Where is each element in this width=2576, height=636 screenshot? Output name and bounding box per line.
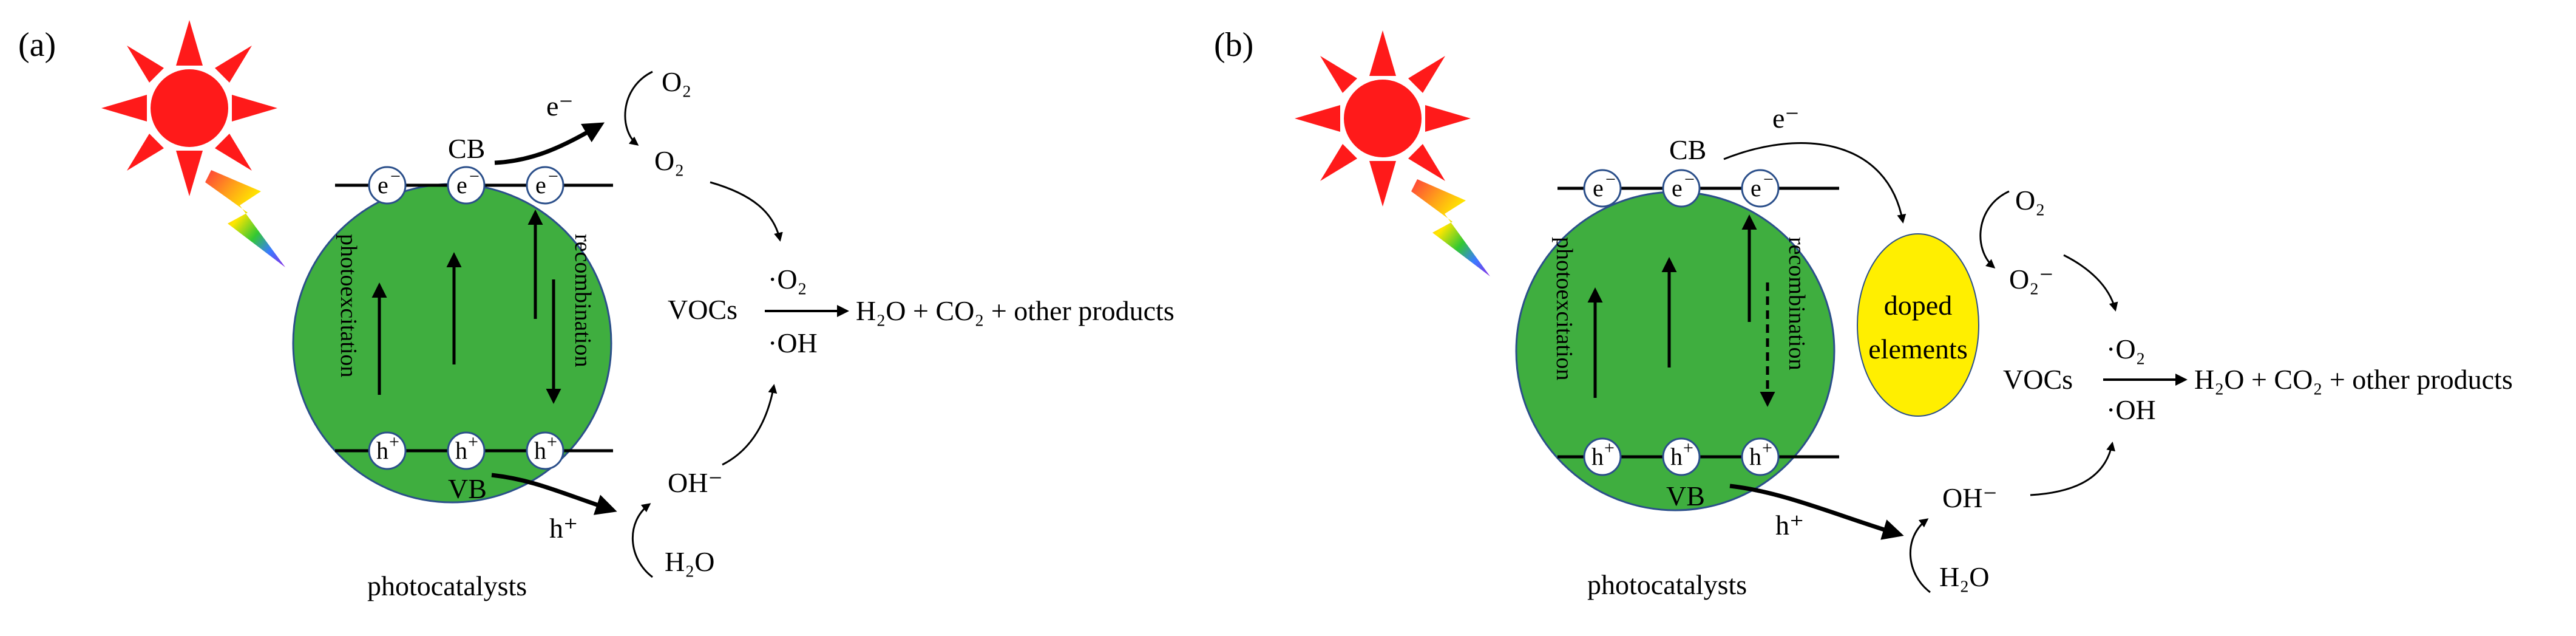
svg-text:−: −: [548, 166, 558, 186]
products-label: H₂O + CO₂ + other products: [856, 295, 1174, 326]
hole-2: h+: [447, 431, 486, 470]
doped-elements-ellipse: [1857, 233, 1979, 417]
recombination-label: recombination: [570, 234, 595, 367]
doped-label-line2: elements: [1868, 333, 1968, 364]
light-bolt-icon: [1411, 179, 1490, 276]
h2o-label: H₂O: [665, 546, 714, 577]
svg-text:e: e: [535, 171, 546, 199]
svg-text:+: +: [1762, 438, 1772, 458]
photoexcitation-label: photoexcitation: [1551, 237, 1577, 380]
h2o-oxidation-arrow: [1909, 518, 1931, 593]
panel-a-label: (a): [18, 26, 56, 64]
vocs-label: VOCs: [2003, 364, 2073, 395]
svg-text:h: h: [455, 437, 467, 464]
oh-minus-label: OH⁻: [668, 467, 723, 498]
svg-text:h: h: [376, 437, 388, 464]
radical-oh-label: ·OH: [2106, 394, 2156, 425]
svg-text:+: +: [1683, 438, 1693, 458]
o2-reduction-arrow: [624, 70, 653, 146]
hole-1: h+: [368, 431, 407, 470]
svg-text:e: e: [378, 171, 388, 199]
vocs-label: VOCs: [668, 294, 737, 325]
electron-out-label: e⁻: [546, 91, 574, 121]
svg-text:h: h: [1749, 443, 1761, 470]
electron-2: e−: [1662, 169, 1701, 208]
oh-to-radical-arrow: [2030, 442, 2115, 496]
hole-3: h+: [1741, 437, 1780, 476]
o2-label: O₂: [2015, 185, 2045, 216]
radical-o2-label: ·O₂: [768, 264, 807, 295]
oh-to-radical-arrow: [722, 384, 778, 466]
svg-text:+: +: [389, 432, 399, 452]
svg-text:−: −: [390, 166, 401, 186]
electron-3: e−: [1741, 169, 1780, 208]
svg-text:+: +: [468, 432, 478, 452]
panel-b-label: (b): [1214, 26, 1253, 64]
o2-to-radical-arrow: [710, 181, 783, 242]
doped-label-line1: doped: [1884, 290, 1952, 321]
photoexcitation-label: photoexcitation: [336, 234, 361, 377]
h2o-label: H₂O: [1939, 561, 1989, 592]
hole-2: h+: [1662, 437, 1701, 476]
svg-text:−: −: [1684, 169, 1695, 190]
vb-label: VB: [448, 473, 487, 504]
radical-o2-label: ·O₂: [2106, 333, 2146, 364]
svg-text:e: e: [456, 171, 467, 199]
cb-label: CB: [1669, 134, 1706, 165]
svg-text:−: −: [1605, 169, 1616, 190]
electron-1: e−: [1583, 169, 1622, 208]
photocatalysts-label: photocatalysts: [1587, 569, 1747, 600]
sun-icon: [101, 20, 277, 196]
svg-text:h: h: [1670, 443, 1683, 470]
hole-transfer-arrow: [1729, 484, 1904, 540]
products-label: H₂O + CO₂ + other products: [2194, 364, 2513, 395]
light-bolt-icon: [205, 170, 285, 267]
hole-out-label: h⁺: [1775, 510, 1804, 541]
electron-2: e−: [447, 166, 486, 205]
svg-text:+: +: [1604, 438, 1615, 458]
svg-text:h: h: [534, 437, 546, 464]
cb-label: CB: [448, 133, 485, 164]
svg-text:e: e: [1672, 174, 1683, 202]
vb-label: VB: [1666, 480, 1705, 511]
o2-product-label: O₂⁻: [2009, 264, 2054, 295]
radical-oh-label: ·OH: [768, 327, 818, 358]
svg-text:−: −: [469, 166, 480, 186]
panel-a: (a) CB VB e− e−: [18, 20, 1174, 601]
electron-1: e−: [368, 166, 407, 205]
hole-3: h+: [526, 431, 564, 470]
o2-product-label: O₂: [654, 145, 684, 176]
h2o-oxidation-arrow: [631, 503, 653, 578]
panel-b: (b) CB VB e− e− e−: [1214, 26, 2513, 600]
o2-label: O₂: [662, 66, 691, 97]
electron-transfer-arrow: [494, 122, 605, 165]
svg-text:−: −: [1763, 169, 1774, 190]
hole-transfer-arrow: [491, 473, 617, 515]
o2-to-radical-arrow: [2063, 254, 2118, 312]
hole-1: h+: [1583, 437, 1622, 476]
electron-3: e−: [526, 166, 564, 205]
photocatalysts-label: photocatalysts: [367, 570, 527, 601]
svg-text:e: e: [1593, 174, 1604, 202]
oh-minus-label: OH⁻: [1942, 482, 1998, 513]
svg-text:+: +: [547, 432, 557, 452]
recombination-label: recombination: [1784, 237, 1809, 370]
electron-out-label: e⁻: [1772, 103, 1800, 134]
sun-icon: [1295, 30, 1471, 207]
o2-reduction-arrow: [1979, 190, 2010, 268]
svg-text:e: e: [1751, 174, 1761, 202]
hole-out-label: h⁺: [549, 513, 578, 544]
svg-text:h: h: [1591, 443, 1604, 470]
electron-transfer-arrow: [1723, 142, 1907, 224]
